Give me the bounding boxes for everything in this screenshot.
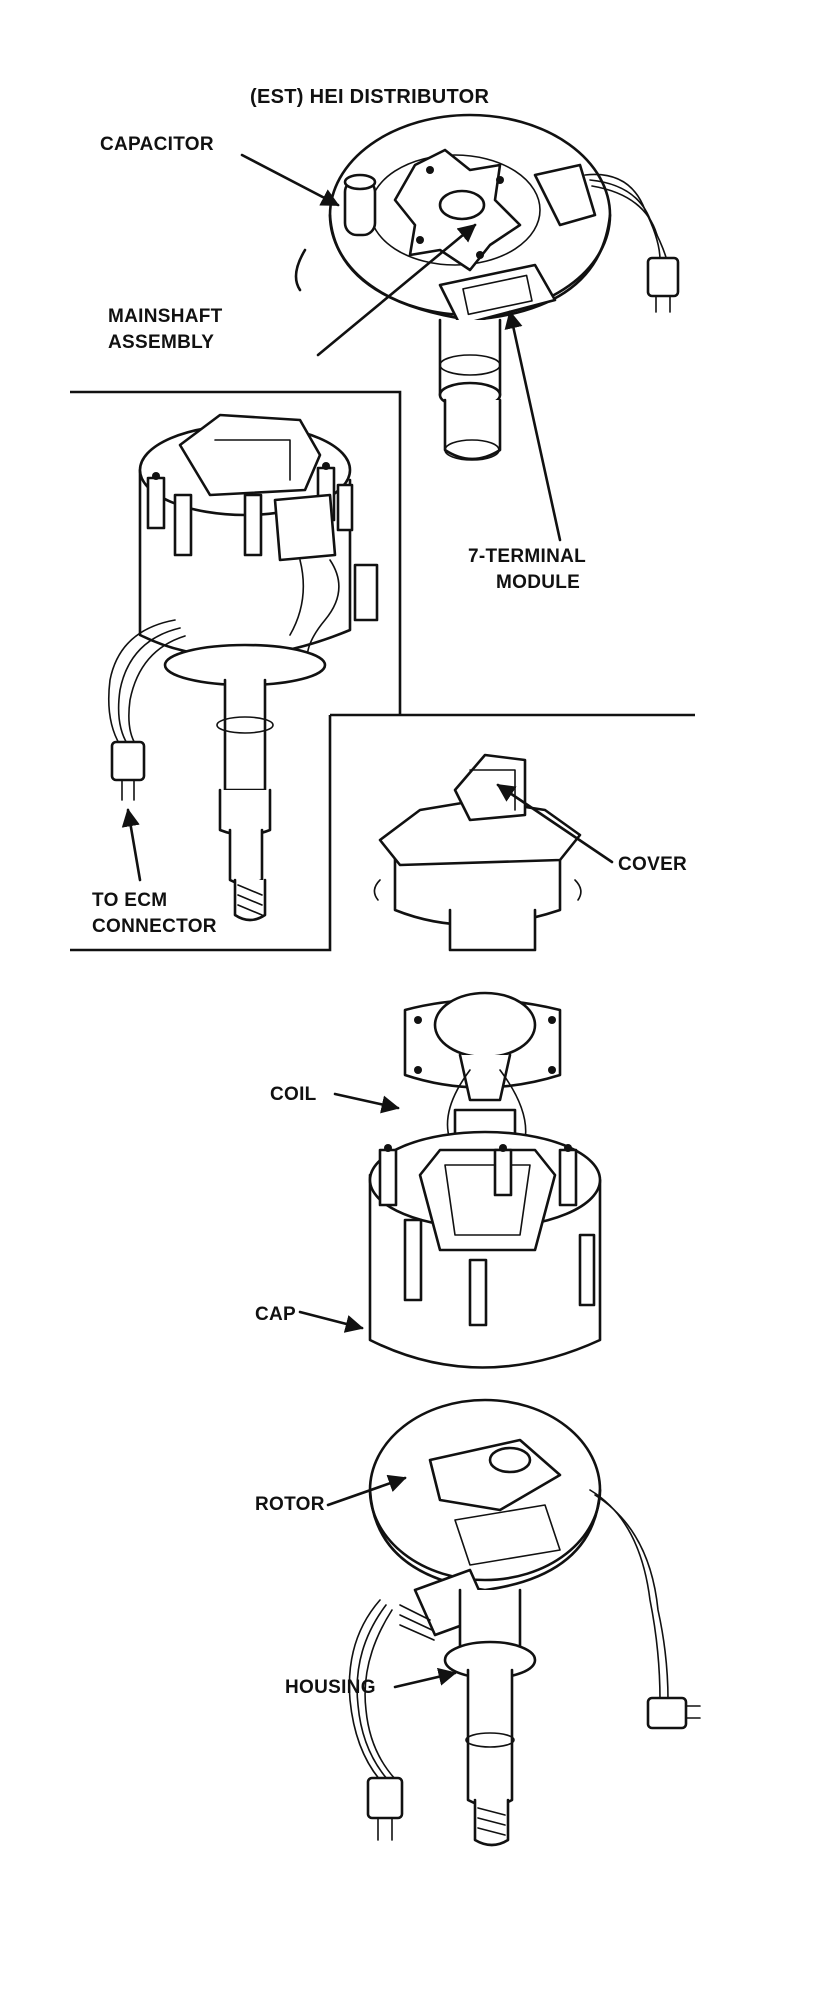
top-distributor-view <box>294 113 680 461</box>
label-terminal-2: MODULE <box>496 572 580 593</box>
arrow-cap <box>298 1310 364 1333</box>
label-ecm-2: CONNECTOR <box>92 916 217 937</box>
assembled-box-frame <box>70 390 402 715</box>
arrow-capacitor <box>240 153 340 207</box>
arrow-terminal <box>504 310 562 542</box>
arrow-cover <box>496 783 614 864</box>
arrow-rotor <box>326 1474 407 1507</box>
coil-part <box>403 991 562 1147</box>
assembled-distributor <box>107 413 379 922</box>
label-cover: COVER <box>618 854 687 875</box>
rotor-housing-part <box>348 1398 701 1847</box>
assembled-box-bottom <box>70 715 332 952</box>
cap-part <box>368 1130 602 1369</box>
label-mainshaft-2: ASSEMBLY <box>108 332 214 353</box>
arrow-housing <box>393 1667 457 1689</box>
label-coil: COIL <box>270 1084 317 1105</box>
arrow-mainshaft <box>316 223 477 357</box>
label-capacitor: CAPACITOR <box>100 134 214 155</box>
label-terminal-1: 7-TERMINAL <box>468 546 586 567</box>
arrow-ecm <box>121 808 142 882</box>
label-rotor: ROTOR <box>255 1494 325 1515</box>
label-cap: CAP <box>255 1304 296 1325</box>
label-housing: HOUSING <box>285 1677 376 1698</box>
label-mainshaft-1: MAINSHAFT <box>108 306 223 327</box>
diagram-title: (EST) HEI DISTRIBUTOR <box>250 86 490 108</box>
cover-part <box>373 753 582 952</box>
label-ecm-1: TO ECM <box>92 890 167 911</box>
arrow-coil <box>333 1092 400 1114</box>
